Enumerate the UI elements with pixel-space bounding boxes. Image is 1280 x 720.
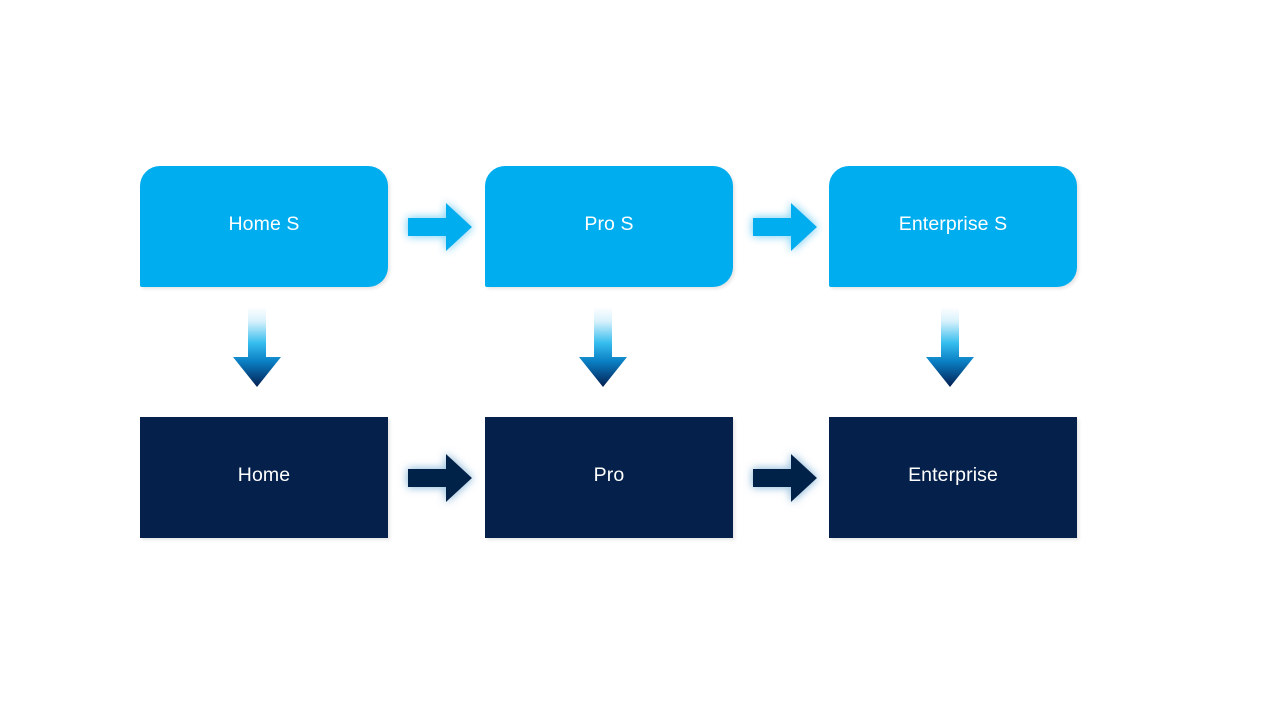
node-home[interactable]: Home: [140, 417, 388, 538]
arrow-down-icon-enterprise-s-to-enterprise: [922, 305, 978, 391]
arrow-down-icon-pro-s-to-pro: [575, 305, 631, 391]
node-label: Enterprise: [908, 464, 998, 487]
node-pro-s[interactable]: Pro S: [485, 166, 733, 287]
arrow-right-icon-home-s-to-pro-s: [401, 196, 479, 258]
node-label: Pro S: [584, 213, 634, 236]
node-enterprise-s[interactable]: Enterprise S: [829, 166, 1077, 287]
node-pro[interactable]: Pro: [485, 417, 733, 538]
arrow-down-icon-home-s-to-home: [229, 305, 285, 391]
node-label: Home S: [228, 213, 300, 236]
node-label: Home: [237, 464, 291, 487]
arrow-right-icon-pro-s-to-enterprise-s: [746, 196, 824, 258]
node-label: Enterprise S: [898, 213, 1008, 236]
arrow-right-icon-pro-to-enterprise: [746, 447, 824, 509]
node-enterprise[interactable]: Enterprise: [829, 417, 1077, 538]
arrow-right-icon-home-to-pro: [401, 447, 479, 509]
node-label: Pro: [593, 464, 625, 487]
node-home-s[interactable]: Home S: [140, 166, 388, 287]
